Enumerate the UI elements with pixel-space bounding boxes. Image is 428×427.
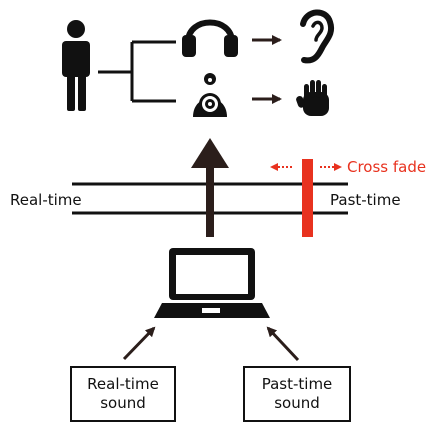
cross-fade-bar bbox=[302, 159, 313, 237]
past-time-sound-box: Past-time sound bbox=[243, 366, 351, 422]
output-arrow bbox=[191, 138, 229, 237]
headphones-icon bbox=[182, 19, 238, 57]
real-time-sound-line1: Real-time bbox=[87, 375, 159, 394]
real-time-label: Real-time bbox=[10, 191, 82, 209]
vibration-speaker-icon bbox=[193, 73, 227, 117]
past-time-label: Past-time bbox=[330, 191, 401, 209]
ear-icon bbox=[300, 9, 334, 64]
hand-icon bbox=[296, 80, 329, 116]
cross-fade-label: Cross fade bbox=[347, 158, 427, 176]
person-icon bbox=[62, 20, 90, 111]
arrow-realtime-input bbox=[122, 326, 156, 361]
past-time-sound-line2: sound bbox=[274, 394, 320, 412]
real-time-sound-box: Real-time sound bbox=[70, 366, 176, 422]
laptop-icon bbox=[154, 248, 270, 318]
branch-connector bbox=[98, 40, 176, 103]
past-time-sound-line1: Past-time bbox=[261, 375, 333, 394]
arrow-pasttime-input bbox=[266, 326, 300, 362]
real-time-sound-line2: sound bbox=[100, 394, 146, 412]
